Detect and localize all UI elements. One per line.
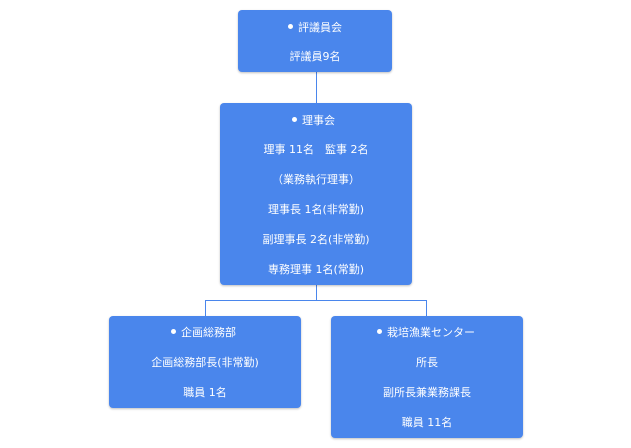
node-center: 栽培漁業センター 所長 副所長兼業務課長 職員 11名: [331, 316, 523, 438]
node-planning: 企画総務部 企画総務部長(非常勤) 職員 1名: [109, 316, 301, 408]
node-center-title-row: 栽培漁業センター: [331, 325, 523, 341]
node-council-line: 評議員9名: [289, 50, 341, 63]
node-board: 理事会 理事 11名 監事 2名 （業務執行理事） 理事長 1名(非常勤) 副理…: [220, 103, 412, 285]
node-center-line: 副所長兼業務課長: [383, 386, 471, 399]
node-board-title-row: 理事会: [220, 113, 412, 129]
bullet-icon: [292, 117, 297, 122]
bullet-icon: [171, 329, 176, 334]
node-board-line: 理事長 1名(非常勤): [267, 203, 365, 216]
node-board-line: 理事 11名 監事 2名: [263, 143, 369, 156]
bullet-icon: [288, 24, 293, 29]
connector-to-planning: [205, 300, 206, 316]
node-planning-line: 職員 1名: [183, 386, 227, 399]
connector-council-board: [316, 72, 317, 103]
node-council-title-row: 評議員会: [238, 20, 392, 36]
node-planning-title-row: 企画総務部: [109, 325, 301, 341]
node-council-title: 評議員会: [298, 21, 342, 34]
node-board-line: （業務執行理事）: [272, 173, 360, 186]
bullet-icon: [377, 329, 382, 334]
node-board-title: 理事会: [302, 114, 335, 127]
node-planning-line: 企画総務部長(非常勤): [151, 356, 259, 369]
node-council: 評議員会 評議員9名: [238, 10, 392, 72]
connector-to-center: [426, 300, 427, 316]
node-center-title: 栽培漁業センター: [387, 326, 475, 339]
node-center-line: 職員 11名: [401, 416, 453, 429]
node-center-line: 所長: [416, 356, 438, 369]
connector-board-stem: [316, 285, 317, 300]
node-planning-title: 企画総務部: [181, 326, 236, 339]
node-board-line: 専務理事 1名(常勤): [267, 263, 365, 276]
connector-horizontal: [205, 300, 427, 301]
node-board-line: 副理事長 2名(非常勤): [262, 233, 370, 246]
